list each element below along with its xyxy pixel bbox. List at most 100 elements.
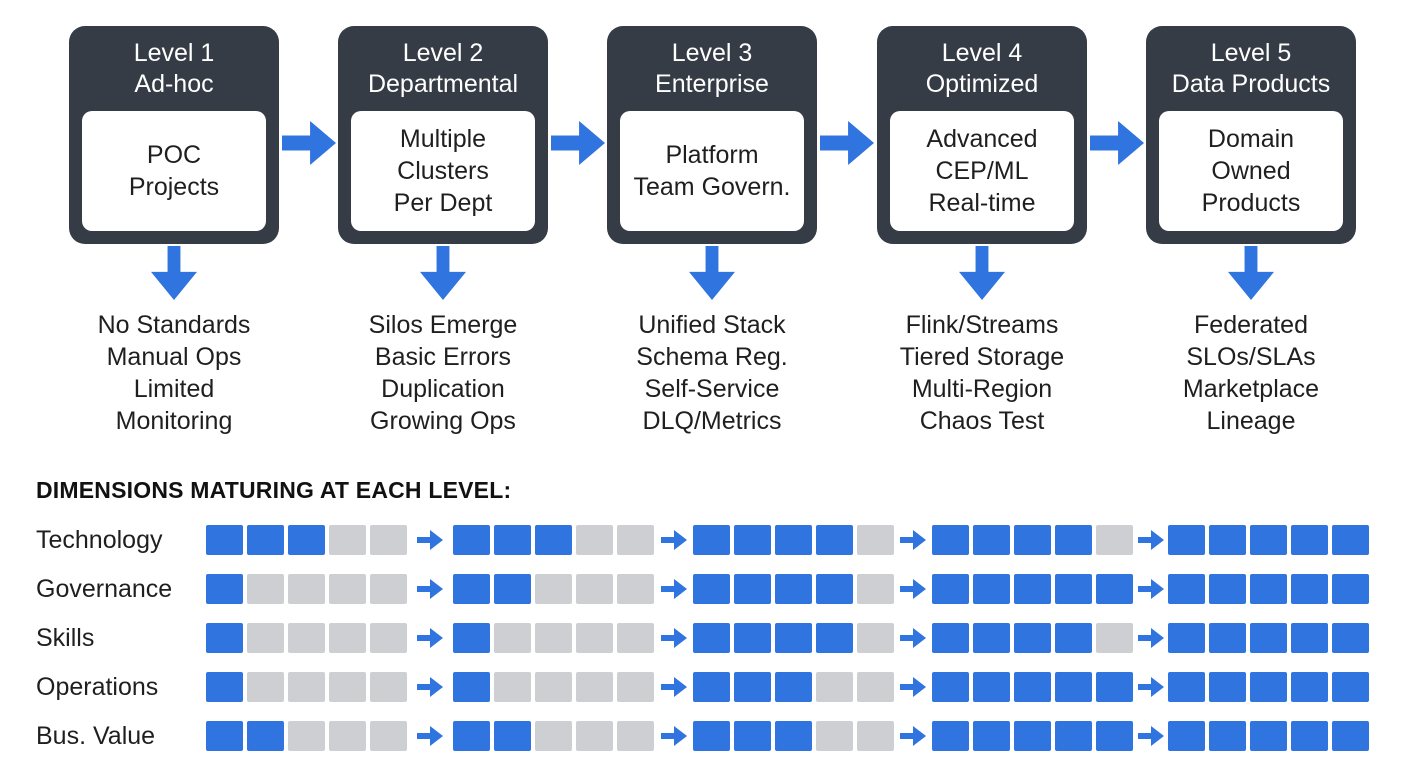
maturity-segment-filled xyxy=(1291,574,1328,604)
maturity-segment-filled xyxy=(206,623,243,653)
maturity-segment-empty xyxy=(857,525,894,555)
small-right-arrow-icon xyxy=(660,530,687,550)
maturity-segment-filled xyxy=(973,525,1010,555)
right-arrow-icon xyxy=(281,121,336,165)
level-number: Level 4 xyxy=(941,39,1023,67)
maturity-segment-filled xyxy=(1014,672,1051,702)
maturity-segment-filled xyxy=(734,525,771,555)
maturity-segment-filled xyxy=(973,574,1010,604)
maturity-segment-filled xyxy=(734,574,771,604)
maturity-segment-empty xyxy=(617,623,654,653)
maturity-segment-filled xyxy=(1055,623,1092,653)
level-description-line: Platform xyxy=(665,141,759,169)
maturity-segment-filled xyxy=(693,525,730,555)
maturity-segment-filled xyxy=(775,525,812,555)
maturity-segment-filled xyxy=(1096,672,1133,702)
level-name: Data Products xyxy=(1171,70,1331,98)
maturity-segment-empty xyxy=(329,672,366,702)
maturity-segment-filled xyxy=(932,721,969,751)
outcome-item: Manual Ops xyxy=(106,343,242,371)
small-right-arrow-icon xyxy=(1137,579,1164,599)
level-description-box: POC Projects xyxy=(82,111,266,231)
maturity-segment-empty xyxy=(816,672,853,702)
dimension-label: Operations xyxy=(36,673,159,701)
right-arrow-icon xyxy=(1089,121,1144,165)
maturity-segment-filled xyxy=(1014,721,1051,751)
maturity-segment-filled xyxy=(1332,623,1369,653)
maturity-segment-empty xyxy=(247,672,284,702)
small-right-arrow-icon xyxy=(417,579,443,599)
outcome-item: Flink/Streams xyxy=(905,311,1059,339)
maturity-segment-empty xyxy=(370,672,407,702)
maturity-segment-filled xyxy=(1168,574,1205,604)
maturity-segment-filled xyxy=(1055,672,1092,702)
level-description-line: Real-time xyxy=(928,189,1036,217)
level-description-line: Per Dept xyxy=(393,189,493,217)
maturity-segment-filled xyxy=(1291,672,1328,702)
maturity-segment-filled xyxy=(1168,525,1205,555)
outcome-item: Limited xyxy=(133,375,215,403)
outcome-item: No Standards xyxy=(97,311,251,339)
outcome-item: Silos Emerge xyxy=(368,311,518,339)
level-number: Level 5 xyxy=(1210,39,1292,67)
maturity-segment-empty xyxy=(816,721,853,751)
maturity-segment-empty xyxy=(1096,525,1133,555)
maturity-segment-filled xyxy=(453,623,490,653)
maturity-segment-filled xyxy=(1332,525,1369,555)
maturity-segment-filled xyxy=(1250,574,1287,604)
level-description-line: POC xyxy=(146,141,202,169)
maturity-segment-empty xyxy=(617,574,654,604)
maturity-segment-filled xyxy=(775,721,812,751)
maturity-segment-filled xyxy=(206,574,243,604)
maturity-segment-filled xyxy=(693,623,730,653)
maturity-segment-empty xyxy=(535,623,572,653)
maturity-segment-filled xyxy=(816,623,853,653)
dimension-row-governance: Governance xyxy=(0,573,1408,605)
dimensions-heading: DIMENSIONS MATURING AT EACH LEVEL: xyxy=(36,477,512,503)
maturity-segment-empty xyxy=(494,623,531,653)
maturity-segment-empty xyxy=(576,574,613,604)
maturity-segment-filled xyxy=(1291,623,1328,653)
maturity-segment-filled xyxy=(535,525,572,555)
maturity-segment-empty xyxy=(576,623,613,653)
maturity-segment-empty xyxy=(576,721,613,751)
maturity-segment-empty xyxy=(329,525,366,555)
maturity-segment-filled xyxy=(693,672,730,702)
level-description-line: Products xyxy=(1201,189,1301,217)
level-description-line: CEP/ML xyxy=(935,157,1029,185)
outcome-item: Growing Ops xyxy=(370,407,516,435)
maturity-segment-filled xyxy=(288,525,325,555)
level-description-line: Domain xyxy=(1207,125,1295,153)
maturity-segment-filled xyxy=(494,574,531,604)
maturity-segment-empty xyxy=(857,574,894,604)
maturity-segment-empty xyxy=(494,672,531,702)
small-right-arrow-icon xyxy=(1137,726,1164,746)
maturity-segment-empty xyxy=(247,574,284,604)
level-number: Level 2 xyxy=(402,39,484,67)
level-description-line: Multiple xyxy=(399,125,487,153)
outcome-item: Schema Reg. xyxy=(636,343,788,371)
maturity-segment-filled xyxy=(1055,721,1092,751)
level-description-line: Projects xyxy=(128,173,220,201)
outcome-item: Self-Service xyxy=(644,375,780,403)
maturity-segment-filled xyxy=(453,721,490,751)
outcome-item: Basic Errors xyxy=(374,343,512,371)
small-right-arrow-icon xyxy=(900,677,926,697)
down-arrow-icon xyxy=(959,246,1005,300)
level-name: Departmental xyxy=(367,70,519,98)
dimension-label: Governance xyxy=(36,575,173,603)
down-arrow-icon xyxy=(689,246,735,300)
maturity-segment-filled xyxy=(1096,721,1133,751)
right-arrow-icon xyxy=(550,121,605,165)
maturity-segment-filled xyxy=(1332,574,1369,604)
down-arrow-icon xyxy=(151,246,197,300)
dimension-row-skills: Skills xyxy=(0,622,1408,654)
small-right-arrow-icon xyxy=(660,628,687,648)
